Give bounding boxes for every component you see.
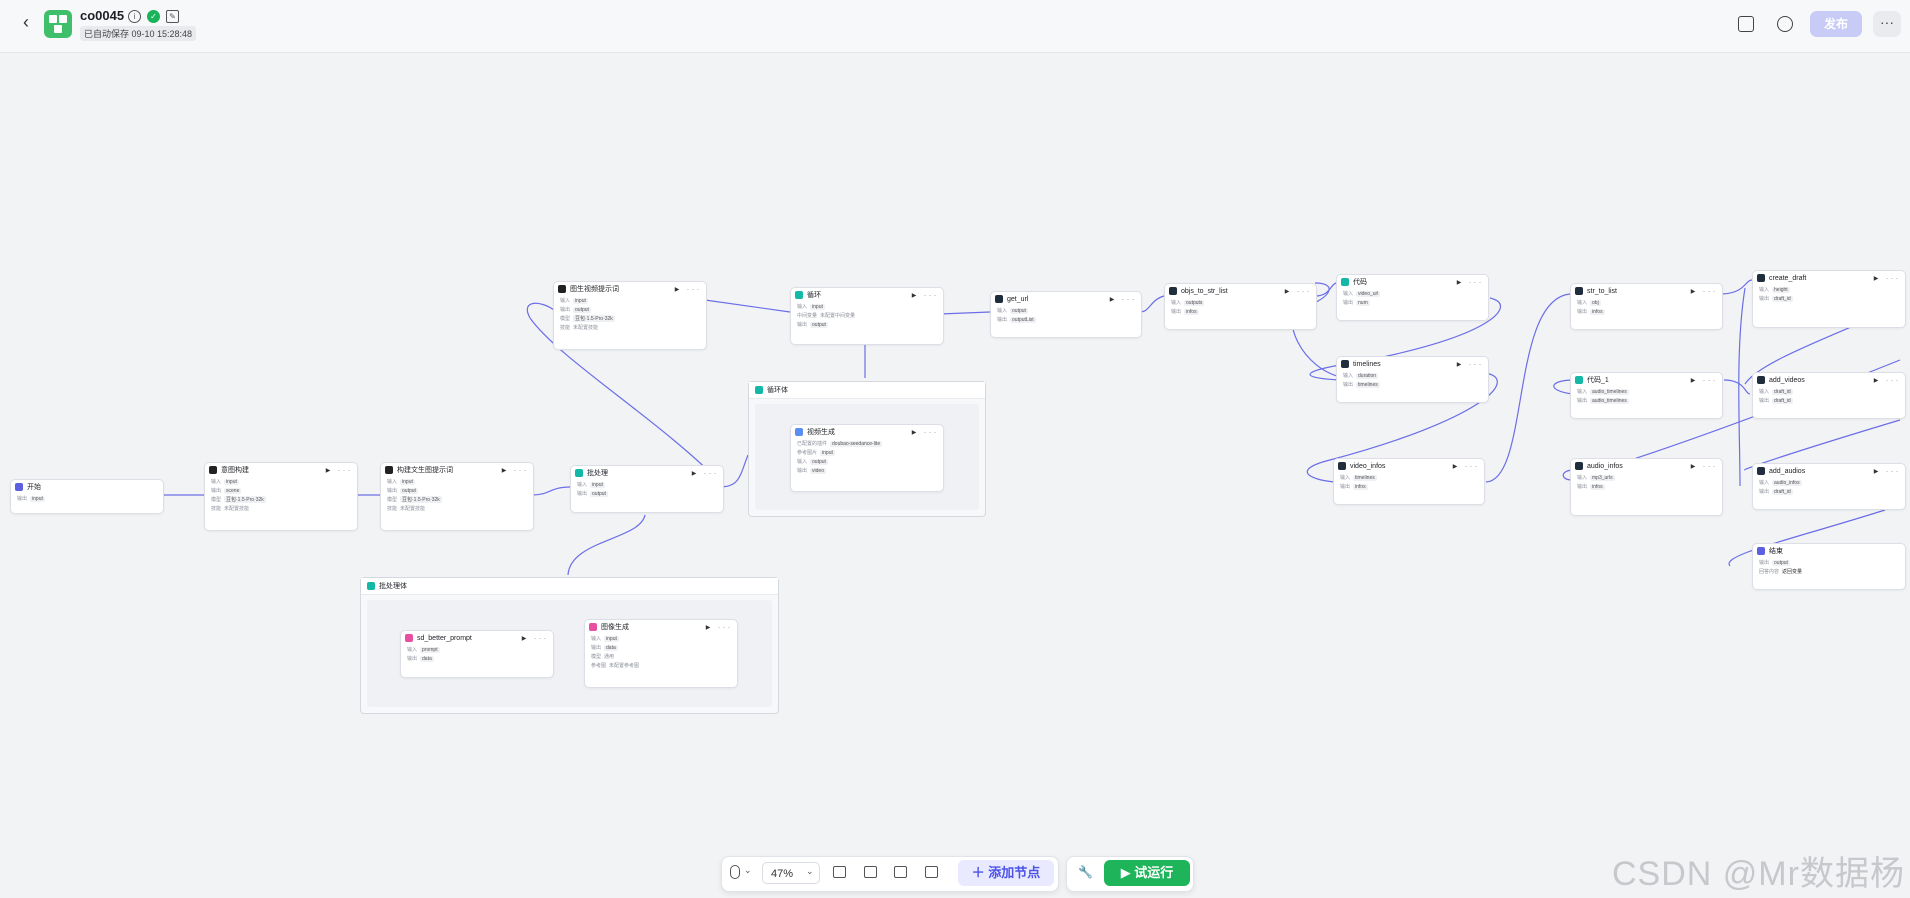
workflow-title: co0045 (80, 8, 125, 23)
node-title: 代码_1 (1587, 377, 1609, 384)
mouse-mode-icon[interactable] (730, 865, 740, 879)
batch-body-title: 批处理体 (379, 583, 407, 590)
code-icon (995, 295, 1003, 303)
grid-layout-icon[interactable] (864, 866, 877, 878)
llm-icon (385, 466, 393, 474)
publish-button[interactable]: 发布 (1810, 11, 1862, 37)
video-icon (795, 428, 803, 436)
node-title: create_draft (1769, 274, 1807, 282)
code-icon (1575, 376, 1583, 384)
watermark: CSDN @Mr数据杨 (1612, 855, 1905, 893)
node-title: str_to_list (1587, 287, 1617, 295)
node-title: sd_better_prompt (417, 634, 472, 642)
add-node-label: 添加节点 (988, 865, 1041, 880)
code-icon (1341, 360, 1349, 368)
node-title: 视频生成 (807, 429, 835, 436)
code-icon (1575, 287, 1583, 295)
loop-icon (795, 291, 803, 299)
plugin-icon (405, 634, 413, 642)
zoom-chevron-icon[interactable]: ⌄ (806, 866, 814, 876)
code-icon (1757, 274, 1765, 282)
node-title: 循环 (807, 292, 821, 299)
comment-icon[interactable] (833, 866, 846, 878)
copy-icon[interactable] (1738, 16, 1754, 32)
image-icon[interactable] (894, 866, 907, 878)
code-icon (1757, 467, 1765, 475)
image-icon (589, 623, 597, 631)
minimap-icon[interactable] (925, 866, 938, 878)
code-icon (1341, 278, 1349, 286)
llm-icon (209, 466, 217, 474)
loop-body-title: 循环体 (767, 387, 788, 394)
node-title: add_audios (1769, 467, 1806, 475)
check-icon: ✓ (147, 10, 160, 23)
code-icon (1757, 376, 1765, 384)
trial-run-label: 试运行 (1134, 865, 1174, 880)
code-icon (1575, 462, 1583, 470)
node-title: 批处理 (587, 470, 608, 477)
loop-body-group[interactable]: 循环体 (748, 381, 986, 517)
more-menu-button[interactable]: ··· (1873, 11, 1901, 37)
node-title: audio_infos (1587, 462, 1623, 470)
llm-icon (558, 285, 566, 293)
node-title: objs_to_str_list (1181, 287, 1228, 295)
node-title: timelines (1353, 360, 1381, 368)
edit-icon[interactable]: ✎ (166, 10, 179, 23)
back-arrow-icon[interactable]: ‹ (23, 12, 29, 32)
trial-run-button[interactable]: ▶ 试运行 (1104, 860, 1190, 886)
add-node-button[interactable]: ＋ 添加节点 (958, 860, 1054, 886)
chevron-down-icon[interactable]: ⌄ (744, 865, 752, 875)
zoom-select[interactable]: 47% (762, 862, 820, 884)
start-icon (15, 483, 23, 491)
node-title: 图像生成 (601, 624, 629, 631)
app-logo-icon (44, 10, 72, 38)
code-icon (1169, 287, 1177, 295)
node-title: 图生视频提示词 (570, 286, 619, 293)
wrench-icon[interactable]: 🔧 (1078, 865, 1093, 879)
node-title: get_url (1007, 295, 1029, 303)
node-title: add_videos (1769, 376, 1805, 384)
end-icon (1757, 547, 1765, 555)
node-title: video_infos (1350, 462, 1386, 470)
node-title: 意图构建 (221, 467, 249, 474)
node-title: 构建文生图提示词 (397, 467, 453, 474)
code-icon (1338, 462, 1346, 470)
autosave-status: 已自动保存 09-10 15:28:48 (80, 26, 197, 41)
node-title: 代码 (1353, 279, 1367, 286)
top-bar: ‹ co0045 i ✓ ✎ 已自动保存 09-10 15:28:48 发布 ·… (0, 0, 1910, 53)
history-icon[interactable] (1777, 16, 1793, 32)
batch-icon (575, 469, 583, 477)
node-title: 结束 (1769, 548, 1783, 555)
info-icon[interactable]: i (128, 10, 141, 23)
node-title: 开始 (27, 484, 41, 491)
